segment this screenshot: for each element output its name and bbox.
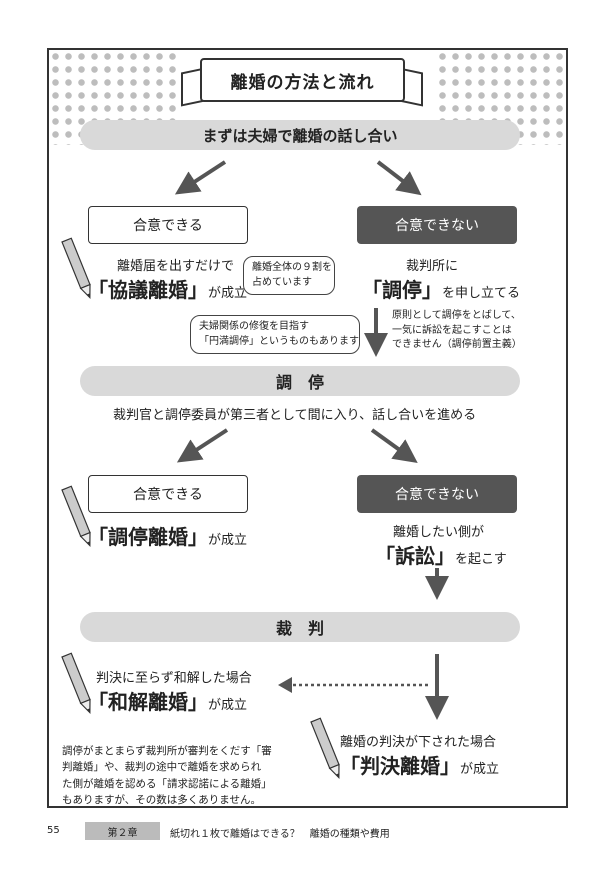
bottom-note-line-2: 判離婚」や、裁判の途中で離婚を求められ <box>62 761 262 774</box>
disagree-result-1: 「調停」を申し立てる <box>362 274 520 303</box>
pencil-icon <box>61 237 91 300</box>
bottom-note-line-3: た側が離婚を認める「請求認諾による離婚」 <box>62 777 272 790</box>
agree-result-1: 「協議離婚」が成立 <box>88 274 247 303</box>
agree-result-2: 「調停離婚」が成立 <box>88 521 247 550</box>
disagree-result-2: 「訴訟」を起こす <box>375 540 507 569</box>
note-line-3: できません（調停前置主義） <box>392 339 522 350</box>
page-number: 55 <box>47 825 60 836</box>
agree-suffix-2: が成立 <box>208 533 248 548</box>
arrow-icon <box>174 160 227 195</box>
chotei-label: 「調停」 <box>362 278 442 302</box>
judgment-suffix: が成立 <box>460 762 500 777</box>
hanketsu-rikon-label: 「判決離婚」 <box>340 754 460 778</box>
pencil-icon <box>310 717 340 780</box>
agree-suffix-1: が成立 <box>208 286 248 301</box>
chapter-title: 紙切れ１枚で離婚はできる？ 離婚の種類や費用 <box>170 829 390 840</box>
bubble-line-2: 占めています <box>252 276 312 288</box>
chapter-badge: 第２章 <box>85 822 160 840</box>
wakai-rikon-label: 「和解離婚」 <box>88 690 208 714</box>
arrow-icon <box>176 428 229 463</box>
bottom-note: 調停がまとまらず裁判所が審判をくだす「審 判離婚」や、裁判の途中で離婚を求められ… <box>62 743 272 808</box>
agree-box-2: 合意できる <box>88 475 248 513</box>
disagree-suffix-2: を起こす <box>455 552 507 567</box>
note-line-2: 一気に訴訟を起こすことは <box>392 324 512 336</box>
note-line-1: 原則として調停をとばして、 <box>392 310 521 321</box>
settle-suffix: が成立 <box>208 698 248 713</box>
settlement-desc: 判決に至らず和解した場合 <box>96 671 252 686</box>
discussion-bar: まずは夫婦で離婚の話し合い <box>80 120 520 150</box>
bubble2-line-1: 夫婦関係の修復を目指す <box>199 321 309 332</box>
disagree-box-2: 合意できない <box>357 475 517 513</box>
judgment-desc: 離婚の判決が下された場合 <box>340 735 497 750</box>
disagree-suffix-1: を申し立てる <box>442 286 521 301</box>
mediation-desc: 裁判官と調停委員が第三者として間に入り、話し合いを進める <box>113 408 477 423</box>
page-footer: 55 第２章 紙切れ１枚で離婚はできる？ 離婚の種類や費用 <box>0 822 615 842</box>
page-title: 離婚の方法と流れ <box>200 58 405 102</box>
settlement-result: 「和解離婚」が成立 <box>88 686 247 715</box>
ninety-percent-bubble: 離婚全体の９割を 占めています <box>243 256 335 295</box>
arrow-icon <box>370 428 418 464</box>
arrow-icon <box>376 160 422 196</box>
mediation-first-note: 原則として調停をとばして、 一気に訴訟を起こすことは できません（調停前置主義） <box>392 309 522 353</box>
agree-box-1: 合意できる <box>88 206 248 244</box>
disagree-box-1: 合意できない <box>357 206 517 244</box>
disagree-desc-1: 裁判所に <box>406 259 459 274</box>
mediation-bar: 調 停 <box>80 366 520 396</box>
trial-bar: 裁 判 <box>80 612 520 642</box>
disagree-desc-2: 離婚したい側が <box>393 525 485 540</box>
content-frame <box>47 48 568 808</box>
enman-chotei-bubble: 夫婦関係の修復を目指す 「円満調停」というものもあります <box>190 315 360 354</box>
bottom-note-line-4: もありますが、その数は多くありません。 <box>62 793 261 806</box>
bubble2-line-2: 「円満調停」というものもあります <box>199 335 359 347</box>
judgment-result: 「判決離婚」が成立 <box>340 750 499 779</box>
bubble-line-1: 離婚全体の９割を <box>252 262 332 273</box>
kyogi-rikon-label: 「協議離婚」 <box>88 278 208 302</box>
arrow-icon <box>278 677 292 693</box>
pencil-icon <box>61 652 91 715</box>
bottom-note-line-1: 調停がまとまらず裁判所が審判をくだす「審 <box>62 745 272 757</box>
pencil-icon <box>61 485 91 548</box>
chotei-rikon-label: 「調停離婚」 <box>88 525 208 549</box>
agree-desc-1: 離婚届を出すだけで <box>117 259 235 274</box>
sosho-label: 「訴訟」 <box>375 544 455 568</box>
